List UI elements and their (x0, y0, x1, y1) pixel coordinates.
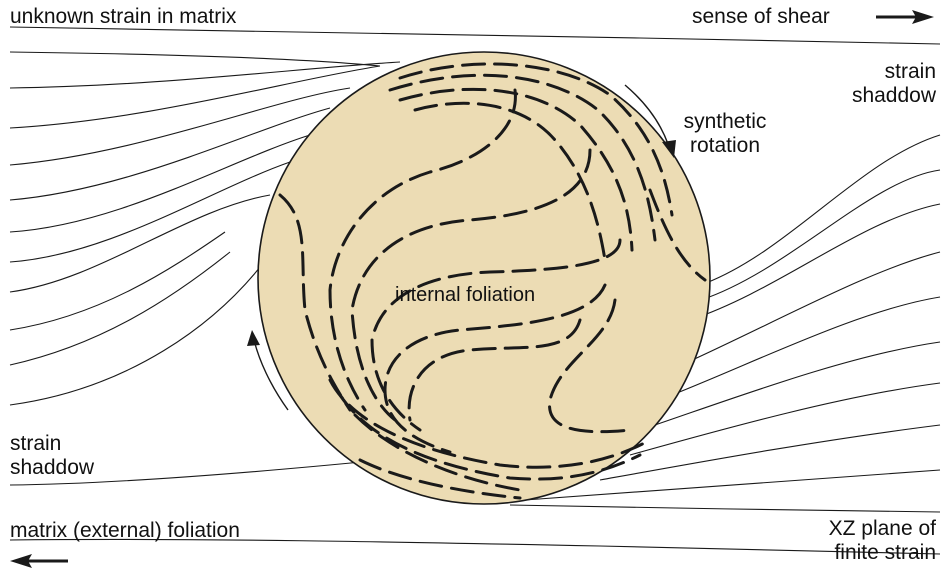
label-unknown-strain: unknown strain in matrix (10, 5, 237, 28)
label-internal-foliation: internal foliation (395, 284, 536, 306)
synthetic-rotation-arrow (624, 84, 676, 158)
label-strain-shadow-right-line2: shaddow (851, 84, 936, 107)
synthetic-rotation-arrow-left (247, 330, 289, 411)
external-foliation-lines (9, 26, 941, 555)
label-xz-plane-line2: finite strain (834, 541, 936, 564)
porphyroblast (257, 51, 711, 505)
label-strain-shadow-left: strain shaddow (10, 432, 94, 480)
label-synthetic-rotation-line1: synthetic (683, 110, 767, 133)
label-strain-shadow-right-line1: strain (884, 60, 936, 83)
label-matrix-foliation: matrix (external) foliation (10, 519, 240, 542)
internal-foliation-traces (278, 62, 707, 500)
label-synthetic-rotation-line2: rotation (689, 134, 761, 157)
shear-arrow-right-icon (876, 10, 934, 24)
label-xz-plane-line1: XZ plane of (828, 517, 936, 540)
label-sense-of-shear: sense of shear (692, 5, 830, 28)
label-strain-shadow-right: strain shaddow (840, 60, 936, 108)
label-strain-shadow-left-line2: shaddow (10, 456, 95, 479)
label-synthetic-rotation: synthetic rotation (670, 110, 780, 158)
label-xz-plane: XZ plane of finite strain (770, 517, 936, 565)
shear-arrow-left-icon (10, 554, 68, 568)
label-strain-shadow-left-line1: strain (10, 432, 62, 455)
